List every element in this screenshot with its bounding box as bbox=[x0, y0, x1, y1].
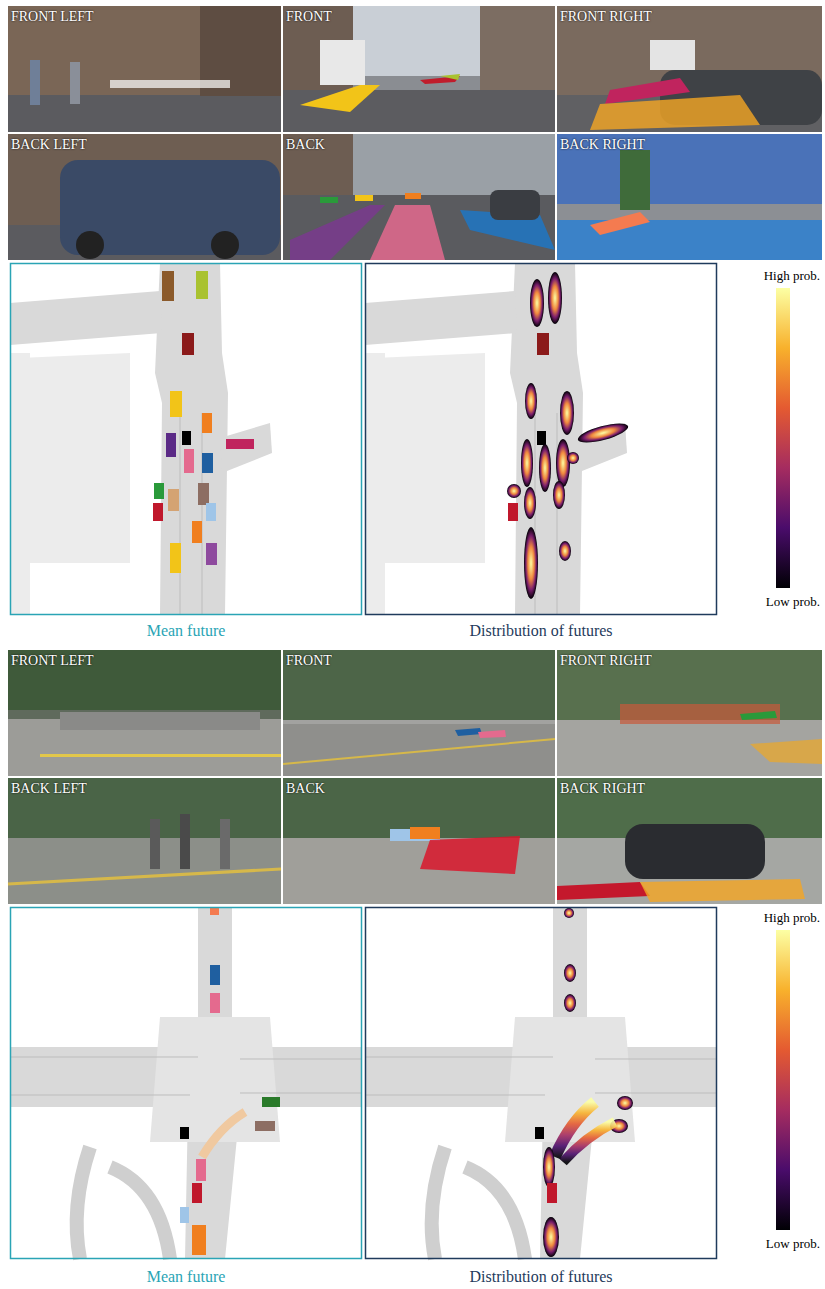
panel-caption: Distribution of futures bbox=[469, 622, 612, 640]
camera-label: BACK RIGHT bbox=[560, 781, 645, 797]
camera-label: BACK RIGHT bbox=[560, 137, 645, 153]
panel-caption: Mean future bbox=[147, 1268, 226, 1286]
camera-label: BACK bbox=[286, 137, 325, 153]
colorbar-label: Low prob. bbox=[766, 594, 820, 610]
colorbar-label: High prob. bbox=[764, 268, 820, 284]
colorbar-label: High prob. bbox=[764, 910, 820, 926]
camera-label: FRONT RIGHT bbox=[560, 653, 652, 669]
camera-label: FRONT LEFT bbox=[11, 653, 94, 669]
colorbar-label: Low prob. bbox=[766, 1236, 820, 1252]
camera-label: BACK LEFT bbox=[11, 137, 87, 153]
panel-caption: Distribution of futures bbox=[469, 1268, 612, 1286]
camera-label: FRONT LEFT bbox=[11, 9, 94, 25]
camera-label: FRONT bbox=[286, 9, 332, 25]
camera-label: FRONT RIGHT bbox=[560, 9, 652, 25]
camera-label: BACK LEFT bbox=[11, 781, 87, 797]
camera-label: FRONT bbox=[286, 653, 332, 669]
panel-caption: Mean future bbox=[147, 622, 226, 640]
camera-label: BACK bbox=[286, 781, 325, 797]
